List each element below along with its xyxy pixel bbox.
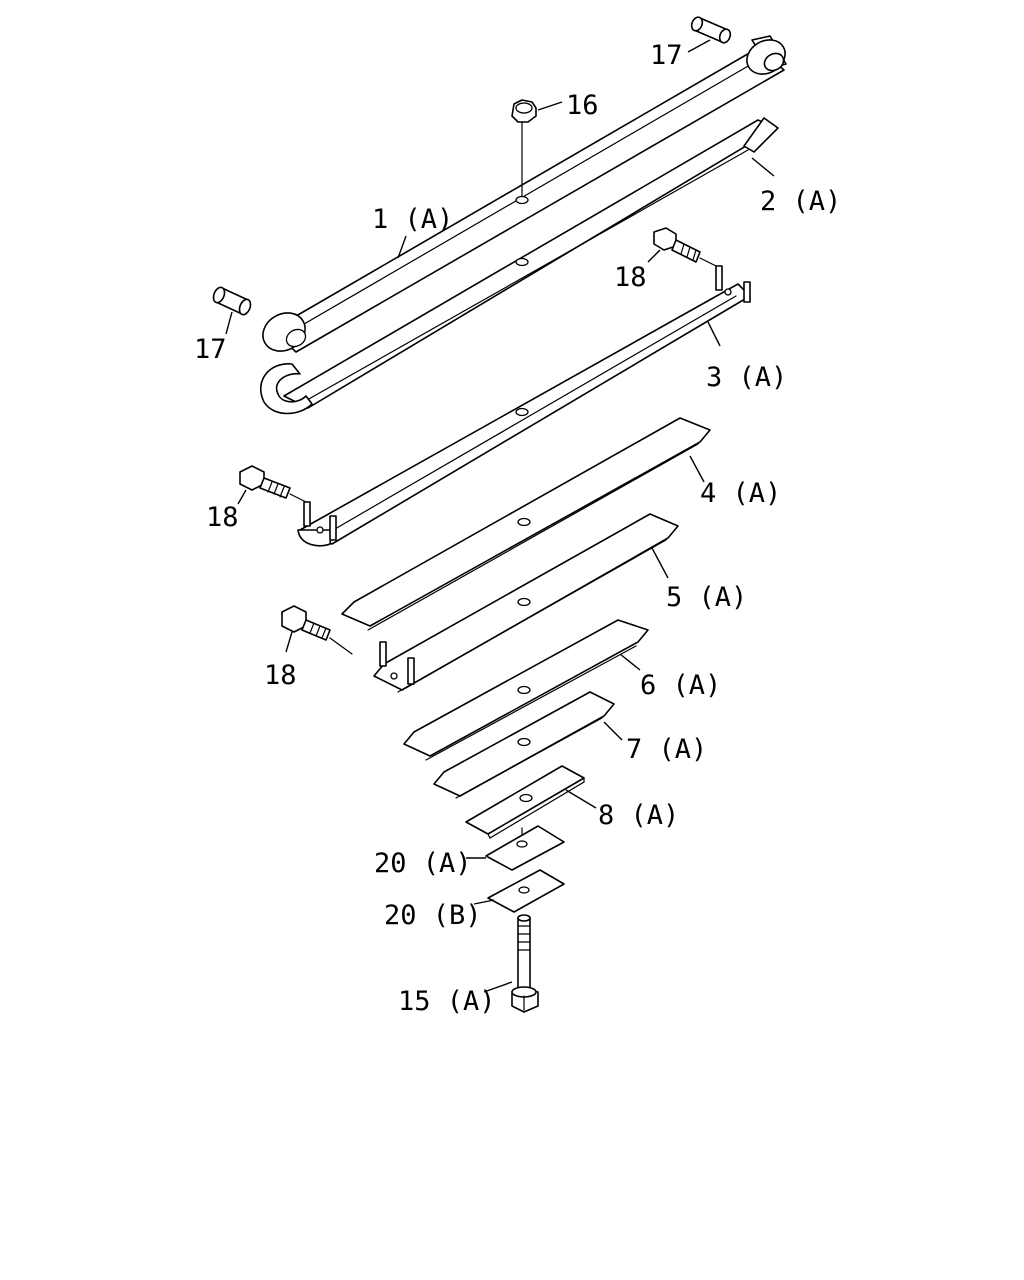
label-6a: 6 (A) — [640, 670, 721, 701]
leader-6a — [619, 653, 641, 671]
leader-2a — [751, 157, 775, 177]
leader-17-top — [687, 39, 711, 53]
label-5a: 5 (A) — [666, 582, 747, 613]
label-8a: 8 (A) — [598, 800, 679, 831]
part-17-bushing-top[interactable] — [690, 16, 733, 45]
label-18-top: 18 — [614, 262, 647, 293]
label-15a: 15 (A) — [398, 986, 496, 1017]
leader-18-low — [285, 631, 293, 653]
part-20a-shim[interactable] — [485, 825, 565, 871]
part-20b-shim[interactable] — [487, 869, 565, 913]
label-1a: 1 (A) — [372, 204, 453, 235]
part-2a-second-leaf[interactable] — [259, 117, 779, 415]
part-18-clip-bolt-mid[interactable] — [239, 465, 307, 503]
label-16: 16 — [566, 90, 599, 121]
leader-7a — [603, 721, 623, 741]
label-17-top: 17 — [650, 40, 683, 71]
part-8a-plate[interactable] — [465, 765, 585, 839]
leader-1a — [397, 235, 407, 259]
label-2a: 2 (A) — [760, 186, 841, 217]
part-5a-clip-leaf[interactable] — [373, 513, 679, 693]
part-15a-center-bolt[interactable] — [511, 914, 539, 1013]
label-18-mid: 18 — [206, 502, 239, 533]
leader-8a — [565, 789, 597, 809]
label-3a: 3 (A) — [706, 362, 787, 393]
leader-15a — [483, 981, 513, 993]
part-4a-leaf[interactable] — [341, 417, 711, 631]
part-18-clip-bolt-top[interactable] — [653, 227, 717, 267]
leader-20b — [473, 899, 495, 905]
label-4a: 4 (A) — [700, 478, 781, 509]
part-3a-clip-leaf[interactable] — [297, 265, 751, 547]
leader-5a — [651, 547, 669, 579]
leader-18-mid — [237, 489, 247, 505]
part-6a-leaf[interactable] — [403, 619, 649, 761]
part-1a-main-leaf[interactable] — [256, 33, 791, 358]
label-7a: 7 (A) — [626, 734, 707, 765]
part-7a-leaf[interactable] — [433, 691, 615, 799]
leader-16 — [537, 101, 563, 111]
label-20b: 20 (B) — [384, 900, 482, 931]
leader-3a — [707, 321, 721, 347]
leader-4a — [689, 455, 705, 483]
label-17-left: 17 — [194, 334, 227, 365]
leader-17-left — [225, 311, 233, 335]
label-18-low: 18 — [264, 660, 297, 691]
leader-18-top — [647, 249, 661, 263]
part-18-clip-bolt-low[interactable] — [281, 605, 353, 655]
part-16-nut[interactable] — [511, 99, 537, 197]
part-17-bushing-left[interactable] — [211, 286, 252, 317]
label-20a: 20 (A) — [374, 848, 472, 879]
